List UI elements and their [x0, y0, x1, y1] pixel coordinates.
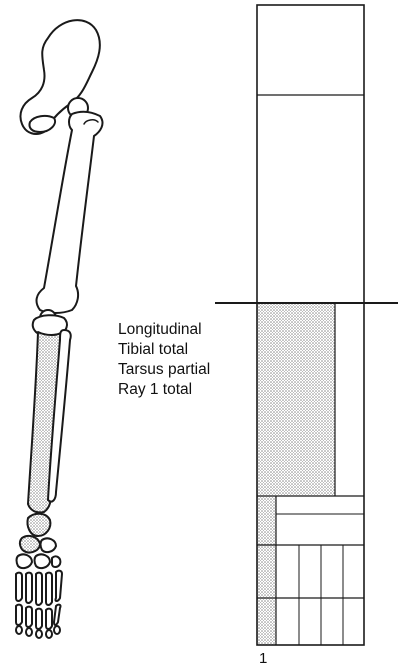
metatarsal-bone [55, 571, 62, 601]
caption-line-type: Longitudinal [118, 320, 210, 340]
ray-1-deficiency-region [257, 496, 276, 645]
phalanx-tip [46, 630, 52, 638]
caption-line-ray: Ray 1 total [118, 380, 210, 400]
tarsal-bone [41, 538, 57, 552]
deficiency-schematic [215, 5, 398, 645]
phalanx-bone [36, 609, 42, 629]
phalanx-tip [36, 630, 42, 638]
caption-line-tibial: Tibial total [118, 340, 210, 360]
caption-line-tarsus: Tarsus partial [118, 360, 210, 380]
phalanx-bone [26, 607, 32, 627]
tarsal-bone [27, 514, 50, 536]
tibial-deficiency-region [257, 303, 335, 496]
femur-bone [37, 112, 103, 313]
metatarsal-bone [36, 573, 42, 605]
phalanx-tip [54, 626, 60, 634]
metatarsal-bone [16, 573, 22, 601]
deficiency-caption: Longitudinal Tibial total Tarsus partial… [118, 320, 210, 400]
phalanx-tip [26, 628, 32, 636]
metatarsal-bone [46, 573, 52, 605]
tarsal-bone [17, 554, 33, 568]
phalanx-tip [16, 626, 22, 634]
obturator-foramen [29, 116, 55, 132]
ray-number-label: 1 [259, 650, 267, 667]
phalanx-bone [54, 605, 61, 625]
phalanx-bone [16, 605, 22, 625]
tarsal-bone [35, 554, 51, 568]
phalanx-bone [46, 609, 52, 629]
tarsal-bone [52, 556, 60, 567]
leg-skeleton-illustration [16, 20, 102, 638]
tarsal-bone [20, 536, 40, 553]
metatarsal-bone [26, 573, 32, 603]
